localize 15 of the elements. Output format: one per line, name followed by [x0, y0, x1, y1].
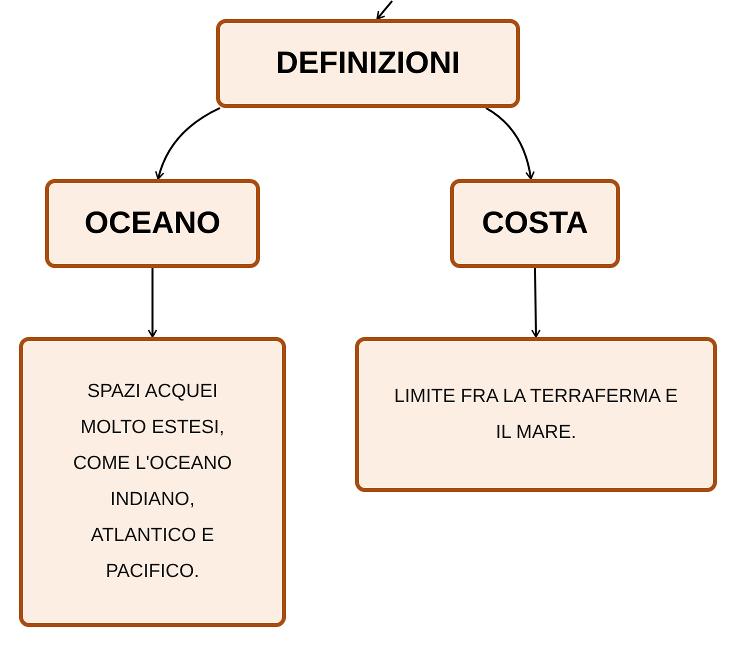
arrow [376, 0, 393, 20]
definition-text: SPAZI ACQUEI MOLTO ESTESI, COME L'OCEANO INDIANO, ATLANTICO E PACIFICO. [72, 380, 233, 584]
concept-box [45, 179, 260, 268]
concept-title: DEFINIZIONI [276, 44, 460, 82]
arrow [485, 107, 534, 180]
concept-title: COSTA [482, 204, 588, 242]
definition-box [19, 337, 286, 627]
concept-box [450, 179, 620, 268]
arrow [155, 107, 220, 180]
concept-box [216, 19, 520, 108]
definition-text: LIMITE FRA LA TERRAFERMA E IL MARE. [393, 384, 679, 444]
arrow [148, 268, 158, 338]
concept-title: OCEANO [84, 204, 221, 242]
arrow [531, 268, 541, 338]
definition-box [355, 337, 717, 492]
